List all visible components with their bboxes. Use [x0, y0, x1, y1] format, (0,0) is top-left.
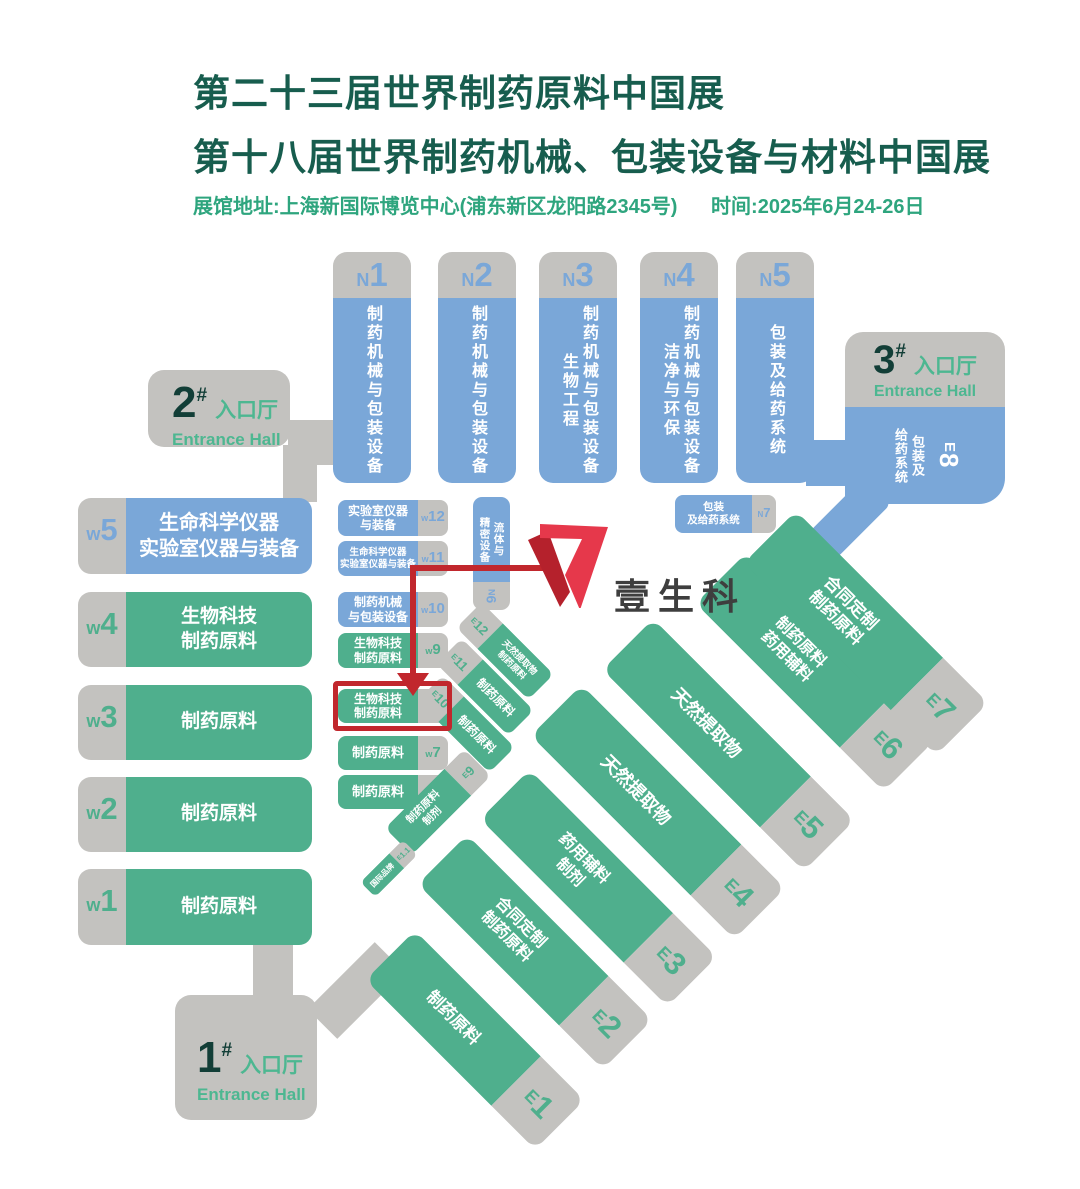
- venue-info: 展馆地址:上海新国际博览中心(浦东新区龙阳路2345号) 时间:2025年6月2…: [193, 190, 952, 219]
- hash-icon: #: [895, 341, 906, 362]
- entrance2-label-cn: 入口厅: [215, 399, 279, 422]
- venue-address: 展馆地址:上海新国际博览中心(浦东新区龙阳路2345号): [193, 196, 678, 218]
- entrance3-number: 3: [873, 338, 896, 382]
- locator-line-horizontal: [413, 565, 551, 571]
- hash-icon: #: [221, 1040, 233, 1061]
- highlight-box-w8: [333, 681, 452, 731]
- hall-n6: 流体与精密设备 N6: [473, 497, 510, 610]
- hall-e8-text: 包装及 给药系统: [893, 427, 925, 484]
- logo-text: 壹生科: [614, 576, 747, 617]
- entrance1-label-cn: 入口厅: [240, 1054, 304, 1077]
- hash-icon: #: [196, 385, 208, 406]
- locator-line-vertical: [410, 565, 416, 675]
- title-line1: 第二十三届世界制药原料中国展: [193, 73, 725, 114]
- entrance2-number: 2: [172, 378, 197, 427]
- entrance-hall-2: 2# 入口厅 Entrance Hall: [148, 370, 290, 449]
- entrance1-label-en: Entrance Hall: [197, 1085, 306, 1104]
- hall-e8: 包装及 给药系统 E8: [845, 407, 1005, 504]
- title-line2: 第十八届世界制药机械、包装设备与材料中国展: [193, 137, 991, 178]
- connector-entrance1-stem: [253, 943, 293, 1001]
- entrance1-number: 1: [197, 1033, 222, 1082]
- hall-e8-label: E8: [934, 442, 964, 469]
- v7-logo-icon: [528, 524, 608, 608]
- entrance-hall-1: 1# 入口厅 Entrance Hall: [175, 995, 317, 1120]
- event-time: 时间:2025年6月24-26日: [711, 196, 925, 218]
- entrance3-label-en: Entrance Hall: [873, 383, 977, 400]
- connector-entrance2-stem: [283, 445, 317, 502]
- entrance3-label-cn: 入口厅: [913, 355, 977, 378]
- entrance-hall-3: 3# 入口厅 Entrance Hall: [845, 332, 1005, 407]
- page-title: 第二十三届世界制药原料中国展 第十八届世界制药机械、包装设备与材料中国展: [193, 62, 991, 190]
- entrance2-label-en: Entrance Hall: [172, 430, 281, 449]
